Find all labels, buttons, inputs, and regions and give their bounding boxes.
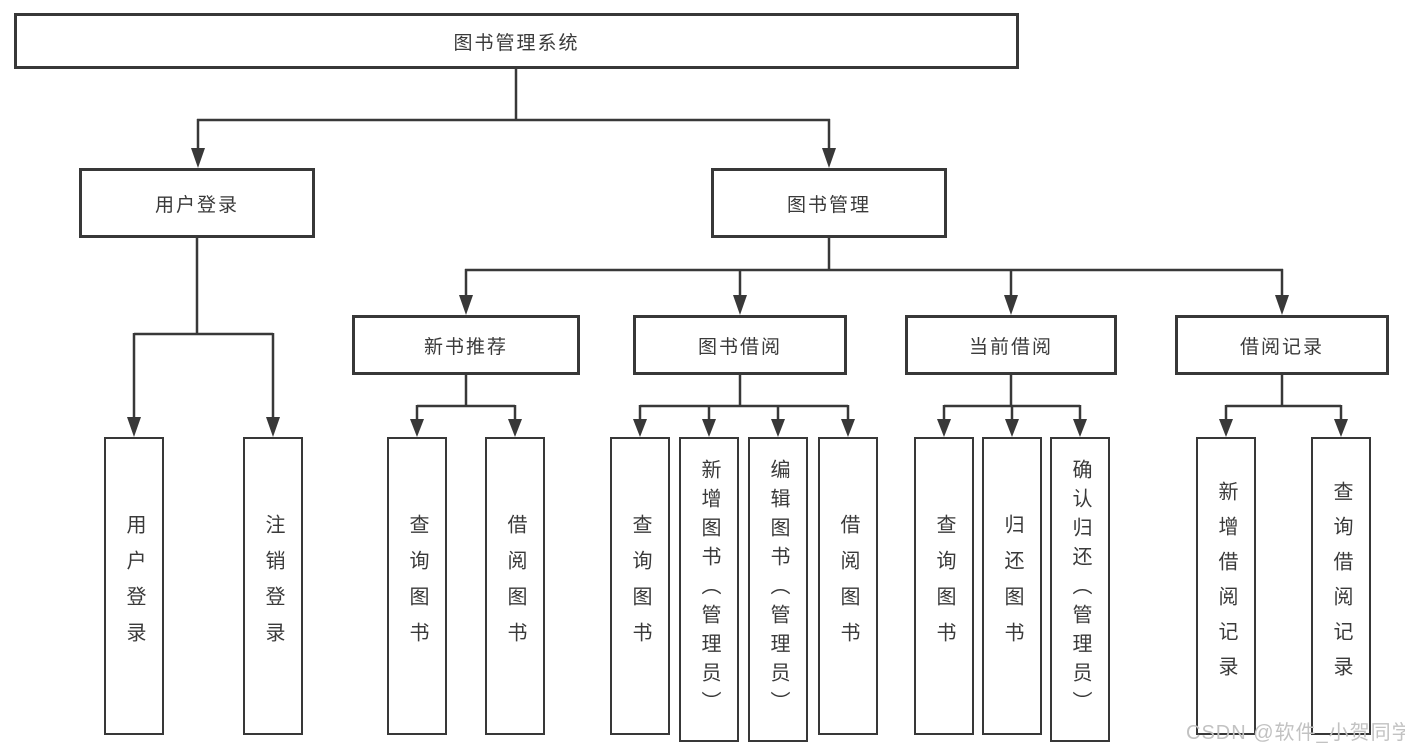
leaf-query-borrow-record-label: 查询借阅记录 <box>1330 481 1352 691</box>
node-new-book-recommend: 新书推荐 <box>352 315 580 375</box>
leaf-user-login-label: 用户登录 <box>123 514 145 658</box>
node-book-borrow-label: 图书借阅 <box>697 336 782 358</box>
leaf-borrow-books-1: 借阅图书 <box>485 437 545 735</box>
node-book-management: 图书管理 <box>711 168 947 238</box>
node-new-book-recommend-label: 新书推荐 <box>423 336 508 358</box>
leaf-query-borrow-record: 查询借阅记录 <box>1311 437 1371 735</box>
leaf-add-book-admin-label: 新增图书（管理员） <box>698 459 720 720</box>
leaf-edit-book-admin: 编辑图书（管理员） <box>748 437 808 742</box>
node-borrow-records-label: 借阅记录 <box>1239 336 1324 358</box>
leaf-query-books-1-label: 查询图书 <box>406 514 428 658</box>
node-borrow-records: 借阅记录 <box>1175 315 1389 375</box>
leaf-borrow-books-2: 借阅图书 <box>818 437 878 735</box>
leaf-add-borrow-record: 新增借阅记录 <box>1196 437 1256 735</box>
node-current-borrow: 当前借阅 <box>905 315 1117 375</box>
leaf-borrow-books-1-label: 借阅图书 <box>504 514 526 658</box>
leaf-query-books-3-label: 查询图书 <box>933 514 955 658</box>
node-root-system: 图书管理系统 <box>14 13 1019 69</box>
csdn-watermark: CSDN @软件_小贺同学 <box>1186 722 1405 744</box>
leaf-user-login: 用户登录 <box>104 437 164 735</box>
node-current-borrow-label: 当前借阅 <box>968 336 1053 358</box>
leaf-confirm-return-admin: 确认归还（管理员） <box>1050 437 1110 742</box>
leaf-add-borrow-record-label: 新增借阅记录 <box>1215 481 1237 691</box>
node-user-login-label: 用户登录 <box>154 194 239 216</box>
node-user-login: 用户登录 <box>79 168 315 238</box>
leaf-query-books-2: 查询图书 <box>610 437 670 735</box>
leaf-return-book: 归还图书 <box>982 437 1042 735</box>
leaf-logout: 注销登录 <box>243 437 303 735</box>
leaf-query-books-3: 查询图书 <box>914 437 974 735</box>
leaf-edit-book-admin-label: 编辑图书（管理员） <box>767 459 789 720</box>
node-book-borrow: 图书借阅 <box>633 315 847 375</box>
node-book-management-label: 图书管理 <box>786 194 871 216</box>
leaf-query-books-2-label: 查询图书 <box>629 514 651 658</box>
leaf-query-books-1: 查询图书 <box>387 437 447 735</box>
leaf-logout-label: 注销登录 <box>262 514 284 658</box>
leaf-borrow-books-2-label: 借阅图书 <box>837 514 859 658</box>
leaf-return-book-label: 归还图书 <box>1001 514 1023 658</box>
node-root-label: 图书管理系统 <box>453 32 580 54</box>
leaf-confirm-return-admin-label: 确认归还（管理员） <box>1069 459 1091 720</box>
leaf-add-book-admin: 新增图书（管理员） <box>679 437 739 742</box>
